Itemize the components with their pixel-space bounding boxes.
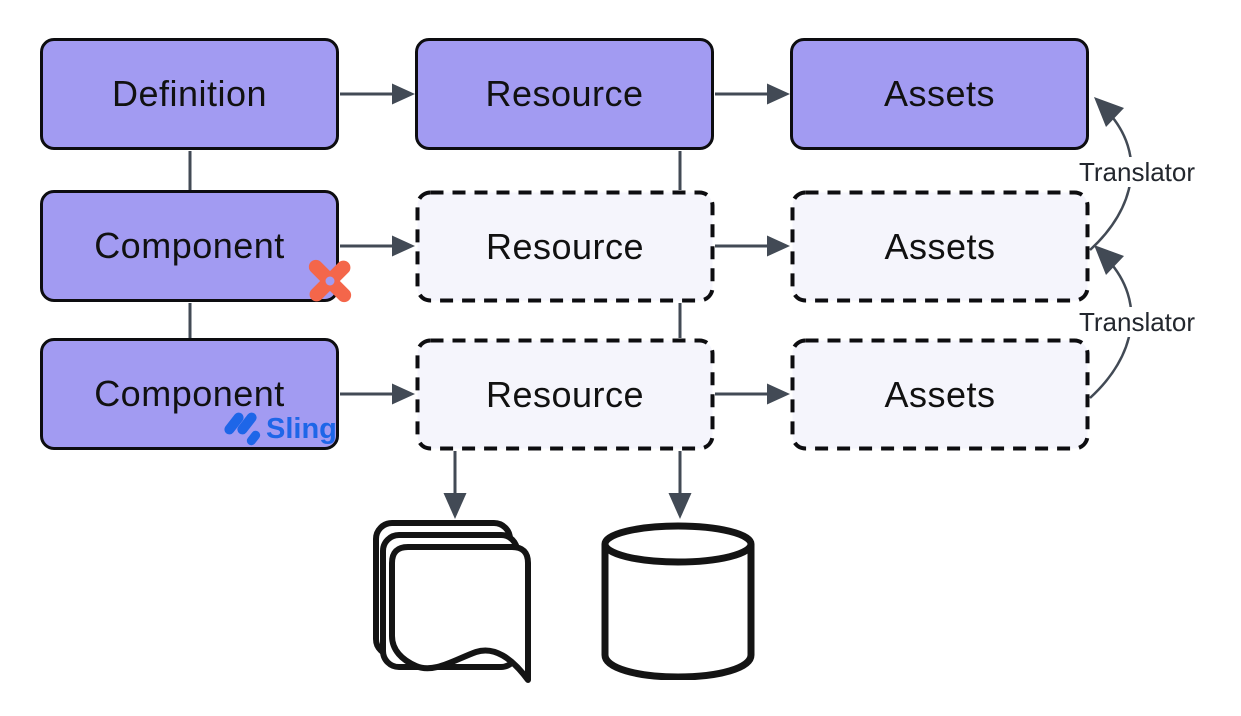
sling-logo: Sling (221, 406, 337, 448)
translator-label-bottom: Translator (1056, 307, 1218, 337)
dashed-border (790, 338, 1090, 451)
sling-logo-text: Sling (266, 413, 337, 445)
dashed-border (415, 338, 715, 451)
arrow-resource-to-assets-row2 (715, 235, 790, 257)
arrow-resource3-to-database (668, 451, 692, 519)
box-component-row3: Component (40, 338, 339, 450)
arrow-component3-to-resource (340, 383, 415, 405)
box-definition: Definition (40, 38, 339, 150)
dashed-border (790, 190, 1090, 303)
database-cylinder-icon (600, 520, 756, 685)
documents-stack-icon (372, 516, 532, 693)
box-definition-label: Definition (111, 73, 268, 114)
box-assets-row1: Assets (790, 38, 1089, 150)
arrow-definition-to-resource (340, 83, 415, 105)
arrow-resource-to-assets-row1 (715, 83, 790, 105)
dashed-border (415, 190, 715, 303)
box-component-row3-label: Component (94, 373, 285, 414)
box-assets-row1-label: Assets (883, 73, 996, 114)
box-resource-row3-label: Resource (485, 373, 645, 415)
orange-pinwheel-x-icon (302, 254, 358, 313)
arrow-resource-to-assets-row3 (715, 383, 790, 405)
box-assets-row2-dashed: Assets (790, 190, 1090, 303)
arrow-resource3-to-documents (443, 451, 467, 519)
box-resource-row1: Resource (415, 38, 714, 150)
box-assets-row3-dashed: Assets (790, 338, 1090, 451)
box-resource-row1-label: Resource (485, 73, 644, 114)
box-assets-row3-label: Assets (884, 373, 996, 415)
box-resource-row2-dashed: Resource (415, 190, 715, 303)
box-resource-row3-dashed: Resource (415, 338, 715, 451)
translator-label-top: Translator (1056, 157, 1218, 187)
sling-slashes-icon (224, 412, 261, 446)
arrow-component2-to-resource (340, 235, 415, 257)
box-component-row2-label: Component (94, 225, 285, 266)
box-assets-row2-label: Assets (884, 225, 996, 267)
box-component-row2: Component (40, 190, 339, 302)
box-resource-row2-label: Resource (485, 225, 645, 267)
